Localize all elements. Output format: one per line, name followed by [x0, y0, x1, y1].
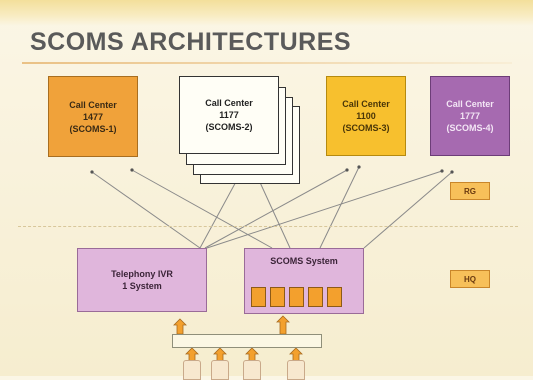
- call-center-2-name: Call Center: [205, 98, 253, 108]
- call-center-2-number: 1177: [219, 110, 239, 120]
- scoms-module: [289, 287, 304, 307]
- link-scoms-cc4: [363, 170, 454, 249]
- call-center-4-code: (SCOMS-4): [446, 123, 494, 133]
- database-icon: [243, 360, 261, 380]
- rg-tag: RG: [450, 182, 490, 200]
- scoms-module: [308, 287, 323, 307]
- hq-tag: HQ: [450, 270, 490, 288]
- link-scoms-cc3: [319, 165, 361, 249]
- call-center-1-name: Call Center: [69, 99, 117, 110]
- link-scoms-cc1: [130, 168, 273, 249]
- scoms-system-label: SCOMS System: [270, 256, 338, 266]
- link-ivr-cc3: [204, 168, 349, 249]
- region-divider: [18, 226, 518, 227]
- database-icon: [211, 360, 229, 380]
- link-scoms-cc2: [256, 176, 291, 249]
- call-center-3-number: 1100: [356, 111, 376, 121]
- scoms-module: [270, 287, 285, 307]
- top-banner: [0, 0, 533, 26]
- call-center-2: Call Center 1177 (SCOMS-2): [179, 76, 279, 154]
- call-center-3: Call Center 1100 (SCOMS-3): [326, 76, 406, 156]
- call-center-1-number: 1477: [82, 111, 104, 122]
- link-ivr-cc4: [206, 169, 444, 249]
- call-center-4: Call Center 1777 (SCOMS-4): [430, 76, 510, 156]
- ivr-line-2: 1 System: [122, 281, 162, 291]
- system-bus: [172, 334, 322, 348]
- title-divider: [22, 62, 512, 64]
- database-icon: [287, 360, 305, 380]
- call-center-4-number: 1777: [459, 111, 481, 121]
- arrow-icon: [276, 315, 290, 335]
- call-center-1-code: (SCOMS-1): [69, 123, 117, 134]
- ivr-line-1: Telephony IVR: [111, 269, 173, 279]
- telephony-ivr-box: Telephony IVR 1 System: [77, 248, 207, 312]
- page-title: SCOMS ARCHITECTURES: [30, 28, 352, 56]
- scoms-module: [251, 287, 266, 307]
- scoms-module: [327, 287, 342, 307]
- call-center-4-name: Call Center: [446, 99, 494, 109]
- call-center-3-name: Call Center: [342, 99, 390, 109]
- link-ivr-cc1: [90, 170, 201, 249]
- arrow-icon: [173, 318, 187, 335]
- database-icon: [183, 360, 201, 380]
- call-center-2-code: (SCOMS-2): [205, 122, 253, 132]
- call-center-1: Call Center 1477 (SCOMS-1): [48, 76, 138, 157]
- link-ivr-cc2: [199, 176, 240, 249]
- call-center-3-code: (SCOMS-3): [342, 123, 390, 133]
